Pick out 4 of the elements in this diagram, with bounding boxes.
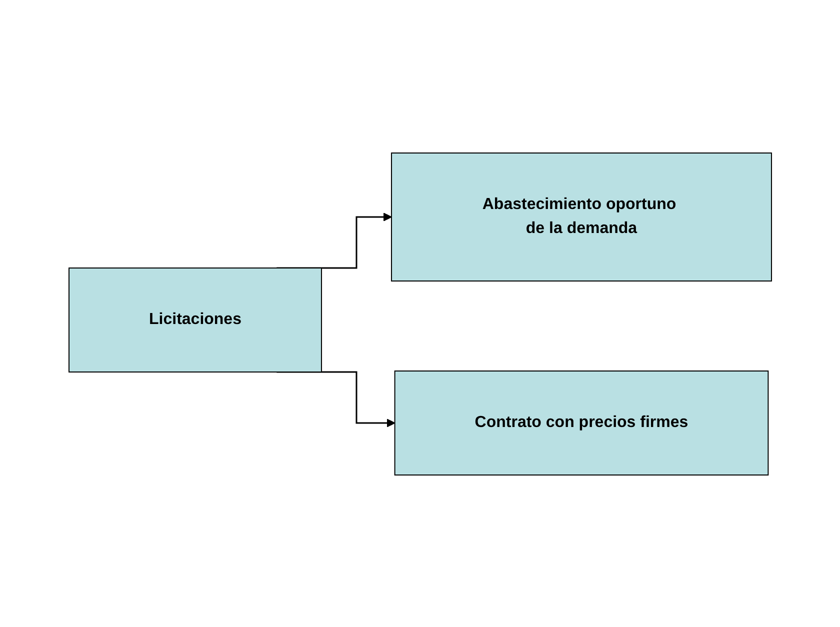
node-box: Licitaciones (68, 267, 322, 372)
arrow (276, 370, 395, 427)
node-box: Abastecimiento oportuno de la demanda (390, 152, 772, 281)
node-box: Contrato con precios firmes (394, 370, 768, 475)
